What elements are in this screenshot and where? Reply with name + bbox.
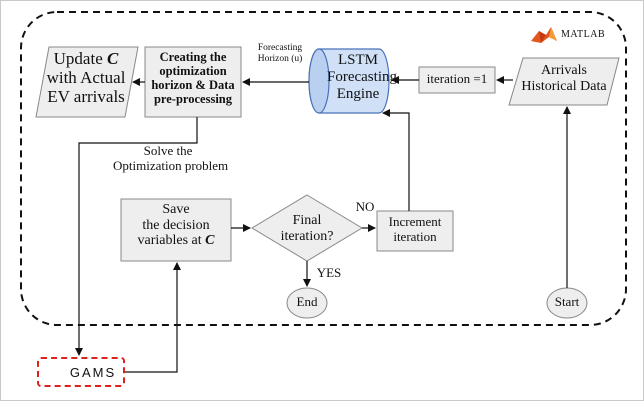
lstm-label: LSTM Forecasting Engine [327, 52, 397, 102]
update-c-shape [35, 46, 139, 118]
iteration-init-shape [418, 66, 496, 94]
gams-wordmark: GAMS [69, 364, 117, 380]
arrow-creating-to-gams [75, 117, 198, 356]
arrow-gams-to-save [125, 262, 181, 373]
arrivals-label: Arrivals Historical Data [521, 63, 607, 94]
arrivals-shape [508, 57, 620, 106]
gams-logo: GAMS [37, 357, 125, 387]
matlab-wordmark: MATLAB [561, 28, 606, 40]
end-label: End [296, 294, 318, 309]
forecast-horizon-label: Forecasting Horizon (u) [257, 43, 303, 64]
matlab-logo: MATLAB [561, 24, 605, 44]
creating-box-shape [144, 46, 242, 118]
start-label: Start [554, 294, 580, 309]
end-shape [286, 287, 328, 319]
increment-label: Increment iteration [388, 214, 442, 244]
solve-label: Solve the Optimization problem [113, 143, 229, 173]
system-boundary [20, 11, 627, 326]
creating-label: Creating the optimization horizon & Data… [151, 50, 235, 106]
arrow-increment-to-lstm [382, 109, 410, 211]
matlab-logo-icon [531, 27, 557, 43]
yes-label: YES [316, 265, 342, 280]
save-box-shape [120, 198, 232, 262]
lstm-cylinder-shape [308, 48, 390, 114]
iteration-init-label: iteration =1 [426, 71, 488, 86]
increment-box-shape [376, 210, 454, 252]
save-label: Save the decision variables at C [137, 202, 215, 249]
no-label: NO [355, 199, 375, 214]
final-label: Final iteration? [280, 213, 334, 244]
update-c-label: Update C with Actual EV arrivals [46, 49, 126, 107]
